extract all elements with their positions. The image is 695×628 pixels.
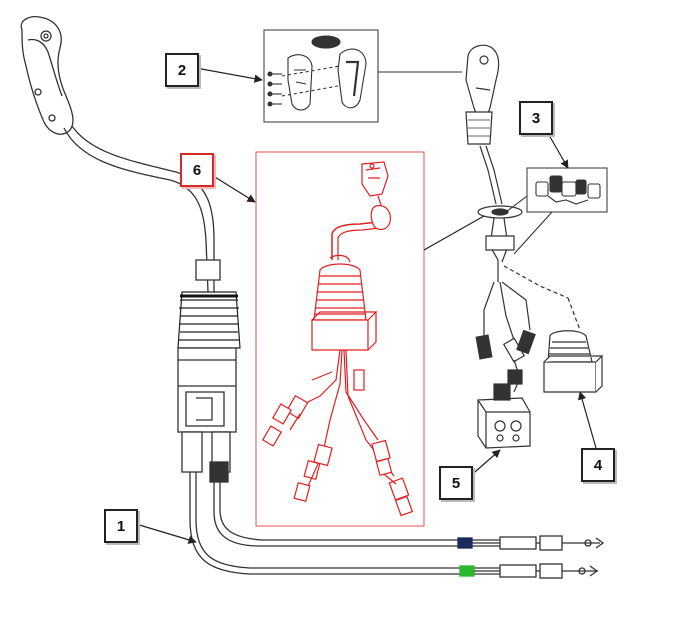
callout-2-number: 2 [177,61,187,79]
callout-6-number: 6 [192,161,202,179]
bellows-part [543,330,603,393]
callout-3: 3 [519,101,553,135]
right-handle-assembly [465,44,603,449]
joystick-shaft [63,127,209,293]
connector-kit [505,167,608,255]
callout-6: 6 [180,153,214,187]
leader-6 [209,173,256,203]
valve-block [477,383,531,449]
callout-5-number: 5 [451,474,461,492]
leader-4 [578,391,597,449]
cable-inner [213,482,500,547]
callout-3-number: 3 [531,109,541,127]
cable-end-upper [457,535,605,551]
handle-shell-kit [263,29,462,123]
callout-4-number: 4 [593,456,603,474]
joystick-handle [20,16,74,135]
leader-lines [135,67,597,544]
leader-5 [467,449,501,479]
callout-1-number: 1 [116,517,126,535]
cable-end-lower [459,563,599,579]
callout-1: 1 [104,509,138,543]
bellows-boot [177,291,241,349]
leader-6-right [423,215,485,251]
leader-3 [545,129,569,169]
wiring-harness-highlight [255,151,425,527]
callout-4: 4 [581,448,615,482]
joystick-assembly [20,16,605,579]
callout-2: 2 [165,53,199,87]
leader-2 [195,67,263,83]
leader-1 [135,523,197,544]
callout-5: 5 [439,466,473,500]
cable-outer [189,472,520,575]
